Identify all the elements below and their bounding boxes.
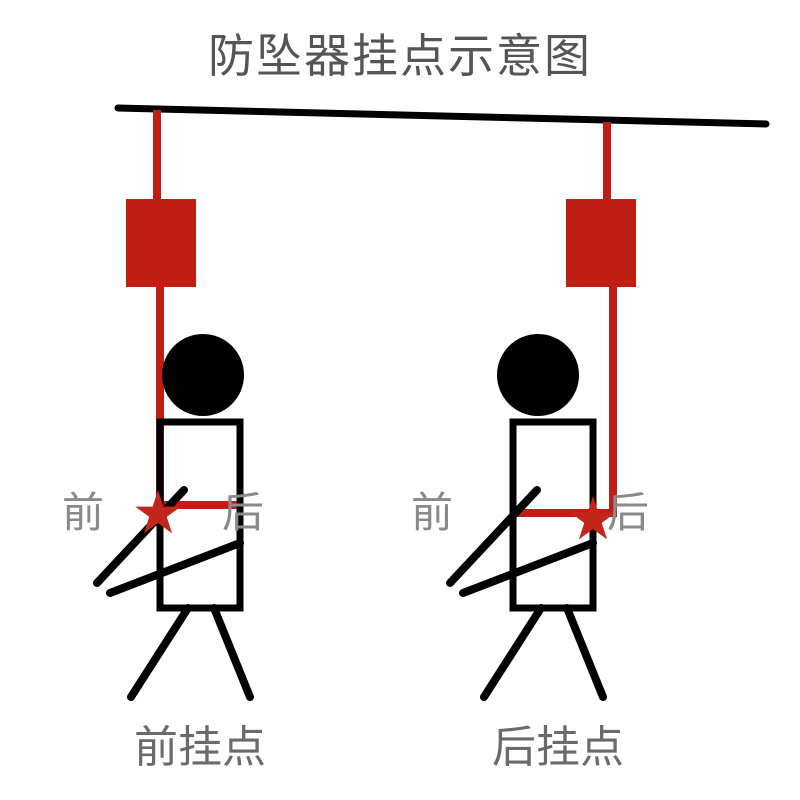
worker-head-front bbox=[162, 334, 244, 416]
worker-arm-upper-back bbox=[446, 486, 541, 587]
worker-arm-lower-front bbox=[106, 539, 244, 597]
side-label-back-left: 后 bbox=[222, 491, 264, 537]
worker-leg-left-back bbox=[480, 604, 545, 701]
caption-back-attachment: 后挂点 bbox=[492, 723, 624, 772]
fall-arrester-device-front bbox=[126, 199, 196, 287]
figure-front-attachment: 前 后 前挂点 bbox=[62, 110, 266, 772]
side-label-front-right: 前 bbox=[411, 491, 453, 537]
worker-leg-right-back bbox=[563, 604, 607, 701]
figure-back-attachment: 前 后 后挂点 bbox=[411, 122, 649, 772]
worker-arm-lower-back bbox=[459, 539, 597, 597]
overhead-anchor-beam bbox=[114, 104, 770, 128]
worker-leg-right-front bbox=[210, 604, 254, 701]
side-label-back-right: 后 bbox=[607, 491, 649, 537]
caption-front-attachment: 前挂点 bbox=[134, 723, 266, 772]
worker-arm-upper-front bbox=[93, 486, 188, 587]
worker-leg-left-front bbox=[127, 604, 192, 701]
worker-head-back bbox=[497, 334, 579, 416]
page-title: 防坠器挂点示意图 bbox=[208, 31, 592, 82]
fall-arrester-device-back bbox=[566, 199, 636, 287]
side-label-front-left: 前 bbox=[62, 491, 104, 537]
